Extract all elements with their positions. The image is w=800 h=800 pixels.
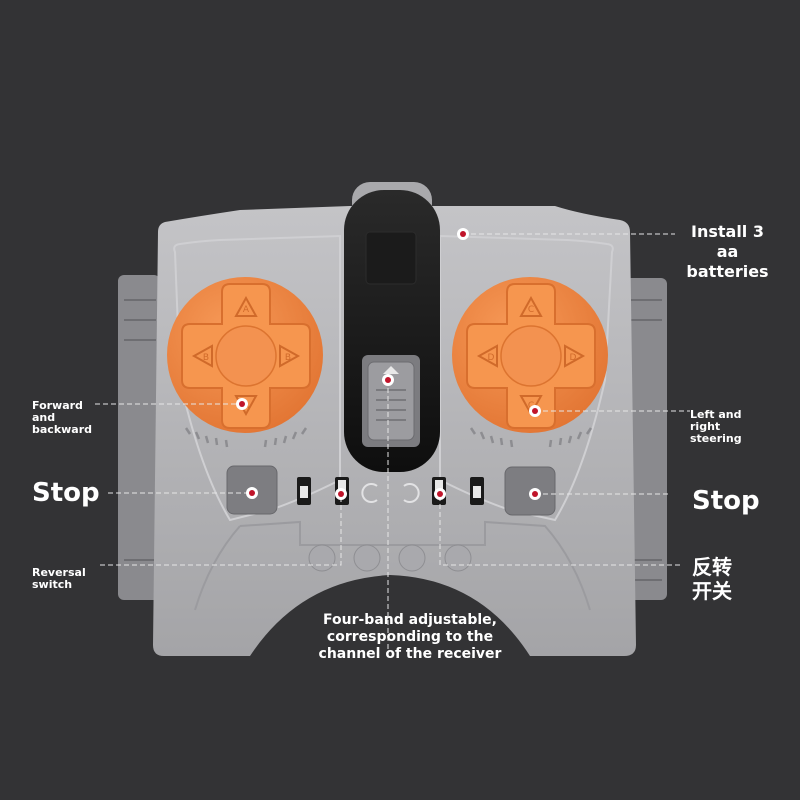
right-pad-letter-left: D xyxy=(488,353,495,363)
left-right-arrow-icon xyxy=(279,344,301,368)
right-left-arrow-icon xyxy=(476,344,498,368)
right-grip xyxy=(625,278,667,600)
callout-markers xyxy=(239,231,538,497)
left-pad-letter-up: A xyxy=(243,305,250,315)
round-button-1[interactable] xyxy=(308,544,336,572)
reversal-switch-1[interactable] xyxy=(297,477,311,505)
left-pad-letter-right: B xyxy=(285,353,291,363)
inner-panel-outline xyxy=(173,234,341,522)
label-forward-backward: Forward and backward xyxy=(32,399,93,436)
right-up-arrow-icon xyxy=(519,295,543,317)
right-down-arrow-icon xyxy=(519,395,543,417)
left-dpad[interactable] xyxy=(167,277,323,433)
left-tick-arc xyxy=(184,427,308,448)
right-right-arrow-icon xyxy=(564,344,586,368)
left-left-arrow-icon xyxy=(191,344,213,368)
label-stop-left: Stop xyxy=(32,478,100,508)
label-reversal-switch: Reversal switch xyxy=(32,566,86,591)
callout-lines xyxy=(95,233,690,660)
left-pad-letter-left: B xyxy=(203,353,209,363)
round-button-3[interactable] xyxy=(398,544,426,572)
label-stop-right: Stop xyxy=(692,486,760,516)
right-pad-letter-up: C xyxy=(528,305,534,315)
left-grip xyxy=(118,275,160,600)
round-button-2[interactable] xyxy=(353,544,381,572)
right-pad-letter-down: C xyxy=(528,401,534,411)
reverse-arrow-icon-left xyxy=(361,483,378,503)
right-dpad[interactable] xyxy=(452,277,608,433)
label-install-batteries: Install 3 aa batteries xyxy=(686,222,769,281)
left-up-arrow-icon xyxy=(234,295,258,317)
label-reversal-switch-cn: 反转 开关 xyxy=(692,555,732,603)
round-button-4[interactable] xyxy=(444,544,472,572)
reverse-arrow-icon-right xyxy=(403,483,420,503)
right-pad-letter-right: D xyxy=(570,353,577,363)
label-four-band: Four-band adjustable, corresponding to t… xyxy=(318,612,502,662)
right-tick-arc xyxy=(469,427,593,448)
reversal-switch-4[interactable] xyxy=(470,477,484,505)
label-left-right-steering: Left and right steering xyxy=(690,408,742,445)
